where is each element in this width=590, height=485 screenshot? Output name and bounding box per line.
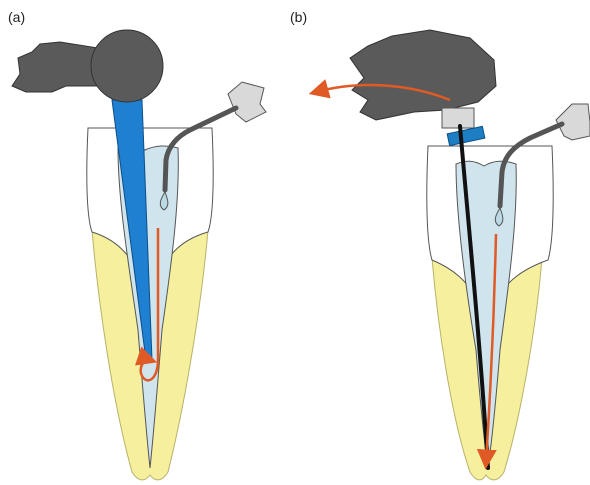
panel-a (12, 30, 266, 480)
panel-label-b: (b) (290, 9, 307, 25)
panel-b (316, 30, 590, 480)
file-stopper-icon (447, 126, 485, 145)
ultrasonic-handpiece-icon (350, 30, 496, 120)
handpiece-collet (442, 108, 474, 128)
panel-label-a: (a) (8, 9, 25, 25)
ultrasonic-handpiece-icon (12, 30, 163, 102)
